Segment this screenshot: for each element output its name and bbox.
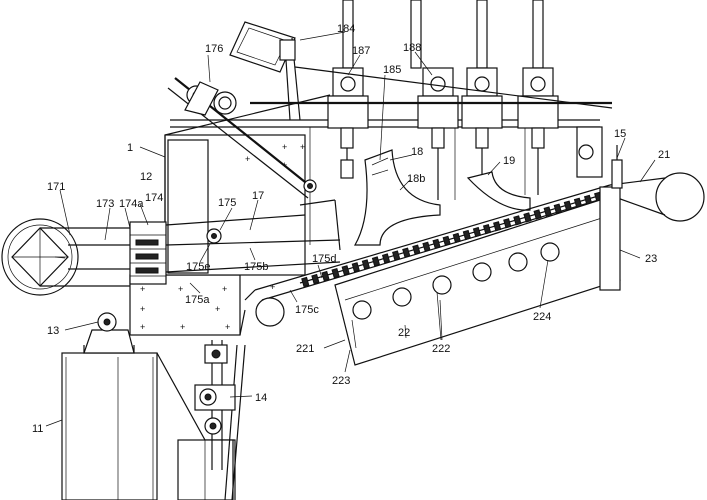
- conveyor-tooth: [432, 238, 441, 250]
- conveyor-tooth: [341, 265, 350, 276]
- label-14: 14: [255, 392, 267, 404]
- conveyor-tooth: [482, 224, 492, 235]
- label-12: 12: [140, 171, 152, 183]
- label-18: 18: [411, 146, 423, 158]
- inlet-171: [1, 218, 167, 296]
- conveyor-tooth: [301, 276, 310, 288]
- label-175: 175: [218, 197, 236, 209]
- conveyor-tooth: [513, 215, 522, 226]
- conveyor-tooth: [442, 235, 451, 247]
- actuator-14: [194, 340, 236, 470]
- conveyor-tooth: [503, 218, 512, 229]
- label-175c: 175c: [295, 304, 319, 316]
- conveyor-tooth: [543, 206, 552, 217]
- conveyor-tooth: [412, 244, 421, 255]
- svg-text:+: +: [140, 304, 145, 314]
- arm-176: [167, 77, 317, 199]
- svg-text:+: +: [222, 284, 227, 294]
- conveyor-tooth: [533, 209, 542, 220]
- conveyor-tooth: [462, 229, 471, 241]
- conveyor-tooth: [371, 256, 381, 267]
- leader-lines: [45, 31, 656, 427]
- label-1: 1: [127, 142, 133, 154]
- svg-text:+: +: [140, 284, 145, 294]
- label-11: 11: [32, 423, 43, 435]
- label-221: 221: [296, 343, 314, 355]
- conveyor-tooth: [493, 221, 502, 232]
- label-23: 23: [645, 253, 657, 265]
- label-19: 19: [503, 155, 515, 167]
- svg-text:+: +: [178, 284, 183, 294]
- channel-17: [165, 199, 341, 273]
- label-18b: 18b: [407, 173, 425, 185]
- conveyor-tooth: [523, 212, 532, 223]
- pivot-13: [83, 312, 135, 354]
- conveyor-tooth: [553, 203, 562, 214]
- label-175d: 175d: [312, 253, 336, 265]
- cylinder-184: [229, 21, 301, 121]
- label-188: 188: [403, 42, 421, 54]
- label-222: 222: [432, 343, 450, 355]
- label-174a: 174a: [119, 198, 144, 210]
- label-223: 223: [332, 375, 350, 387]
- svg-text:+: +: [140, 322, 145, 332]
- label-22: 22: [398, 327, 410, 339]
- conveyor-tooth: [361, 259, 370, 270]
- label-13: 13: [47, 325, 59, 337]
- label-175e: 175e: [186, 261, 210, 273]
- label-224: 224: [533, 311, 551, 323]
- conveyor-tooth: [402, 247, 411, 258]
- cylinders-187-188: [250, 0, 613, 200]
- svg-text:+: +: [300, 142, 305, 152]
- label-173: 173: [96, 198, 114, 210]
- conveyor-tooth: [321, 270, 330, 282]
- svg-text:+: +: [180, 322, 185, 332]
- roller-21: [609, 172, 705, 222]
- conveyor-tooth: [381, 253, 391, 264]
- conveyor-tooth: [351, 262, 360, 273]
- label-21: 21: [658, 149, 670, 161]
- label-187: 187: [352, 45, 370, 57]
- svg-text:+: +: [225, 322, 230, 332]
- label-15: 15: [614, 128, 626, 140]
- support-23: [599, 145, 623, 291]
- conveyor-tooth: [392, 250, 401, 261]
- label-184: 184: [337, 23, 355, 35]
- conveyor-tooth: [563, 200, 572, 211]
- label-176: 176: [205, 43, 223, 55]
- conveyor-tooth: [331, 268, 340, 279]
- label-17: 17: [252, 190, 264, 202]
- svg-text:+: +: [245, 154, 250, 164]
- conveyor-tooth: [422, 241, 431, 252]
- conveyor-tooth: [452, 232, 461, 244]
- conveyor-tooth: [311, 273, 320, 285]
- chute-19: [466, 171, 531, 211]
- reference-labels: 1 11 12 13 14 15 17 18 18b 19 21 22 23 1…: [32, 23, 670, 435]
- label-175a: 175a: [185, 294, 210, 306]
- label-174: 174: [145, 192, 163, 204]
- conveyor-tooth: [472, 226, 482, 238]
- label-185: 185: [383, 64, 401, 76]
- svg-text:+: +: [282, 142, 287, 152]
- svg-text:+: +: [215, 304, 220, 314]
- label-171: 171: [47, 181, 65, 193]
- chute-18: [353, 149, 441, 246]
- small-roller: [255, 297, 285, 327]
- svg-text:+: +: [270, 282, 275, 292]
- label-175b: 175b: [244, 261, 268, 273]
- base-frame-11: [61, 352, 236, 500]
